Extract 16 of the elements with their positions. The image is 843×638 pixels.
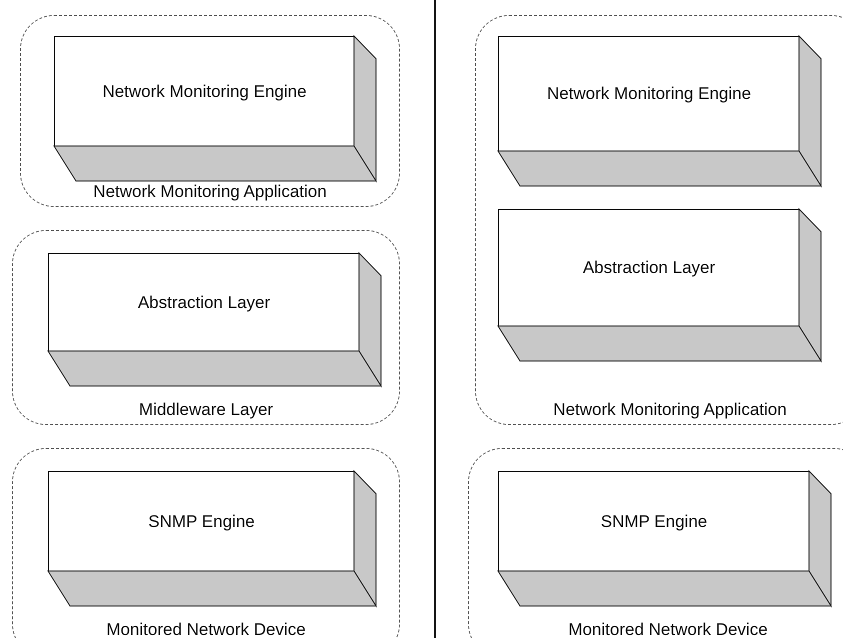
dashed-group-frame — [12, 230, 400, 425]
group-label: Network Monitoring Application — [553, 400, 787, 419]
dashed-group-frame — [475, 15, 843, 425]
group-label: Monitored Network Device — [568, 620, 768, 638]
group-label: Network Monitoring Application — [93, 182, 327, 201]
dashed-group-frame — [20, 15, 400, 207]
block-label: Abstraction Layer — [582, 258, 716, 278]
group-label: Middleware Layer — [138, 400, 274, 419]
block-label: Abstraction Layer — [138, 292, 270, 312]
dashed-group-frame — [468, 448, 843, 638]
block-label: Network Monitoring Engine — [102, 82, 307, 102]
block-label: Network Monitoring Engine — [546, 84, 752, 104]
block-label: SNMP Engine — [600, 512, 708, 532]
block-label: SNMP Engine — [148, 512, 255, 532]
group-label: Monitored Network Device — [106, 620, 306, 638]
dashed-group-frame — [12, 448, 400, 638]
